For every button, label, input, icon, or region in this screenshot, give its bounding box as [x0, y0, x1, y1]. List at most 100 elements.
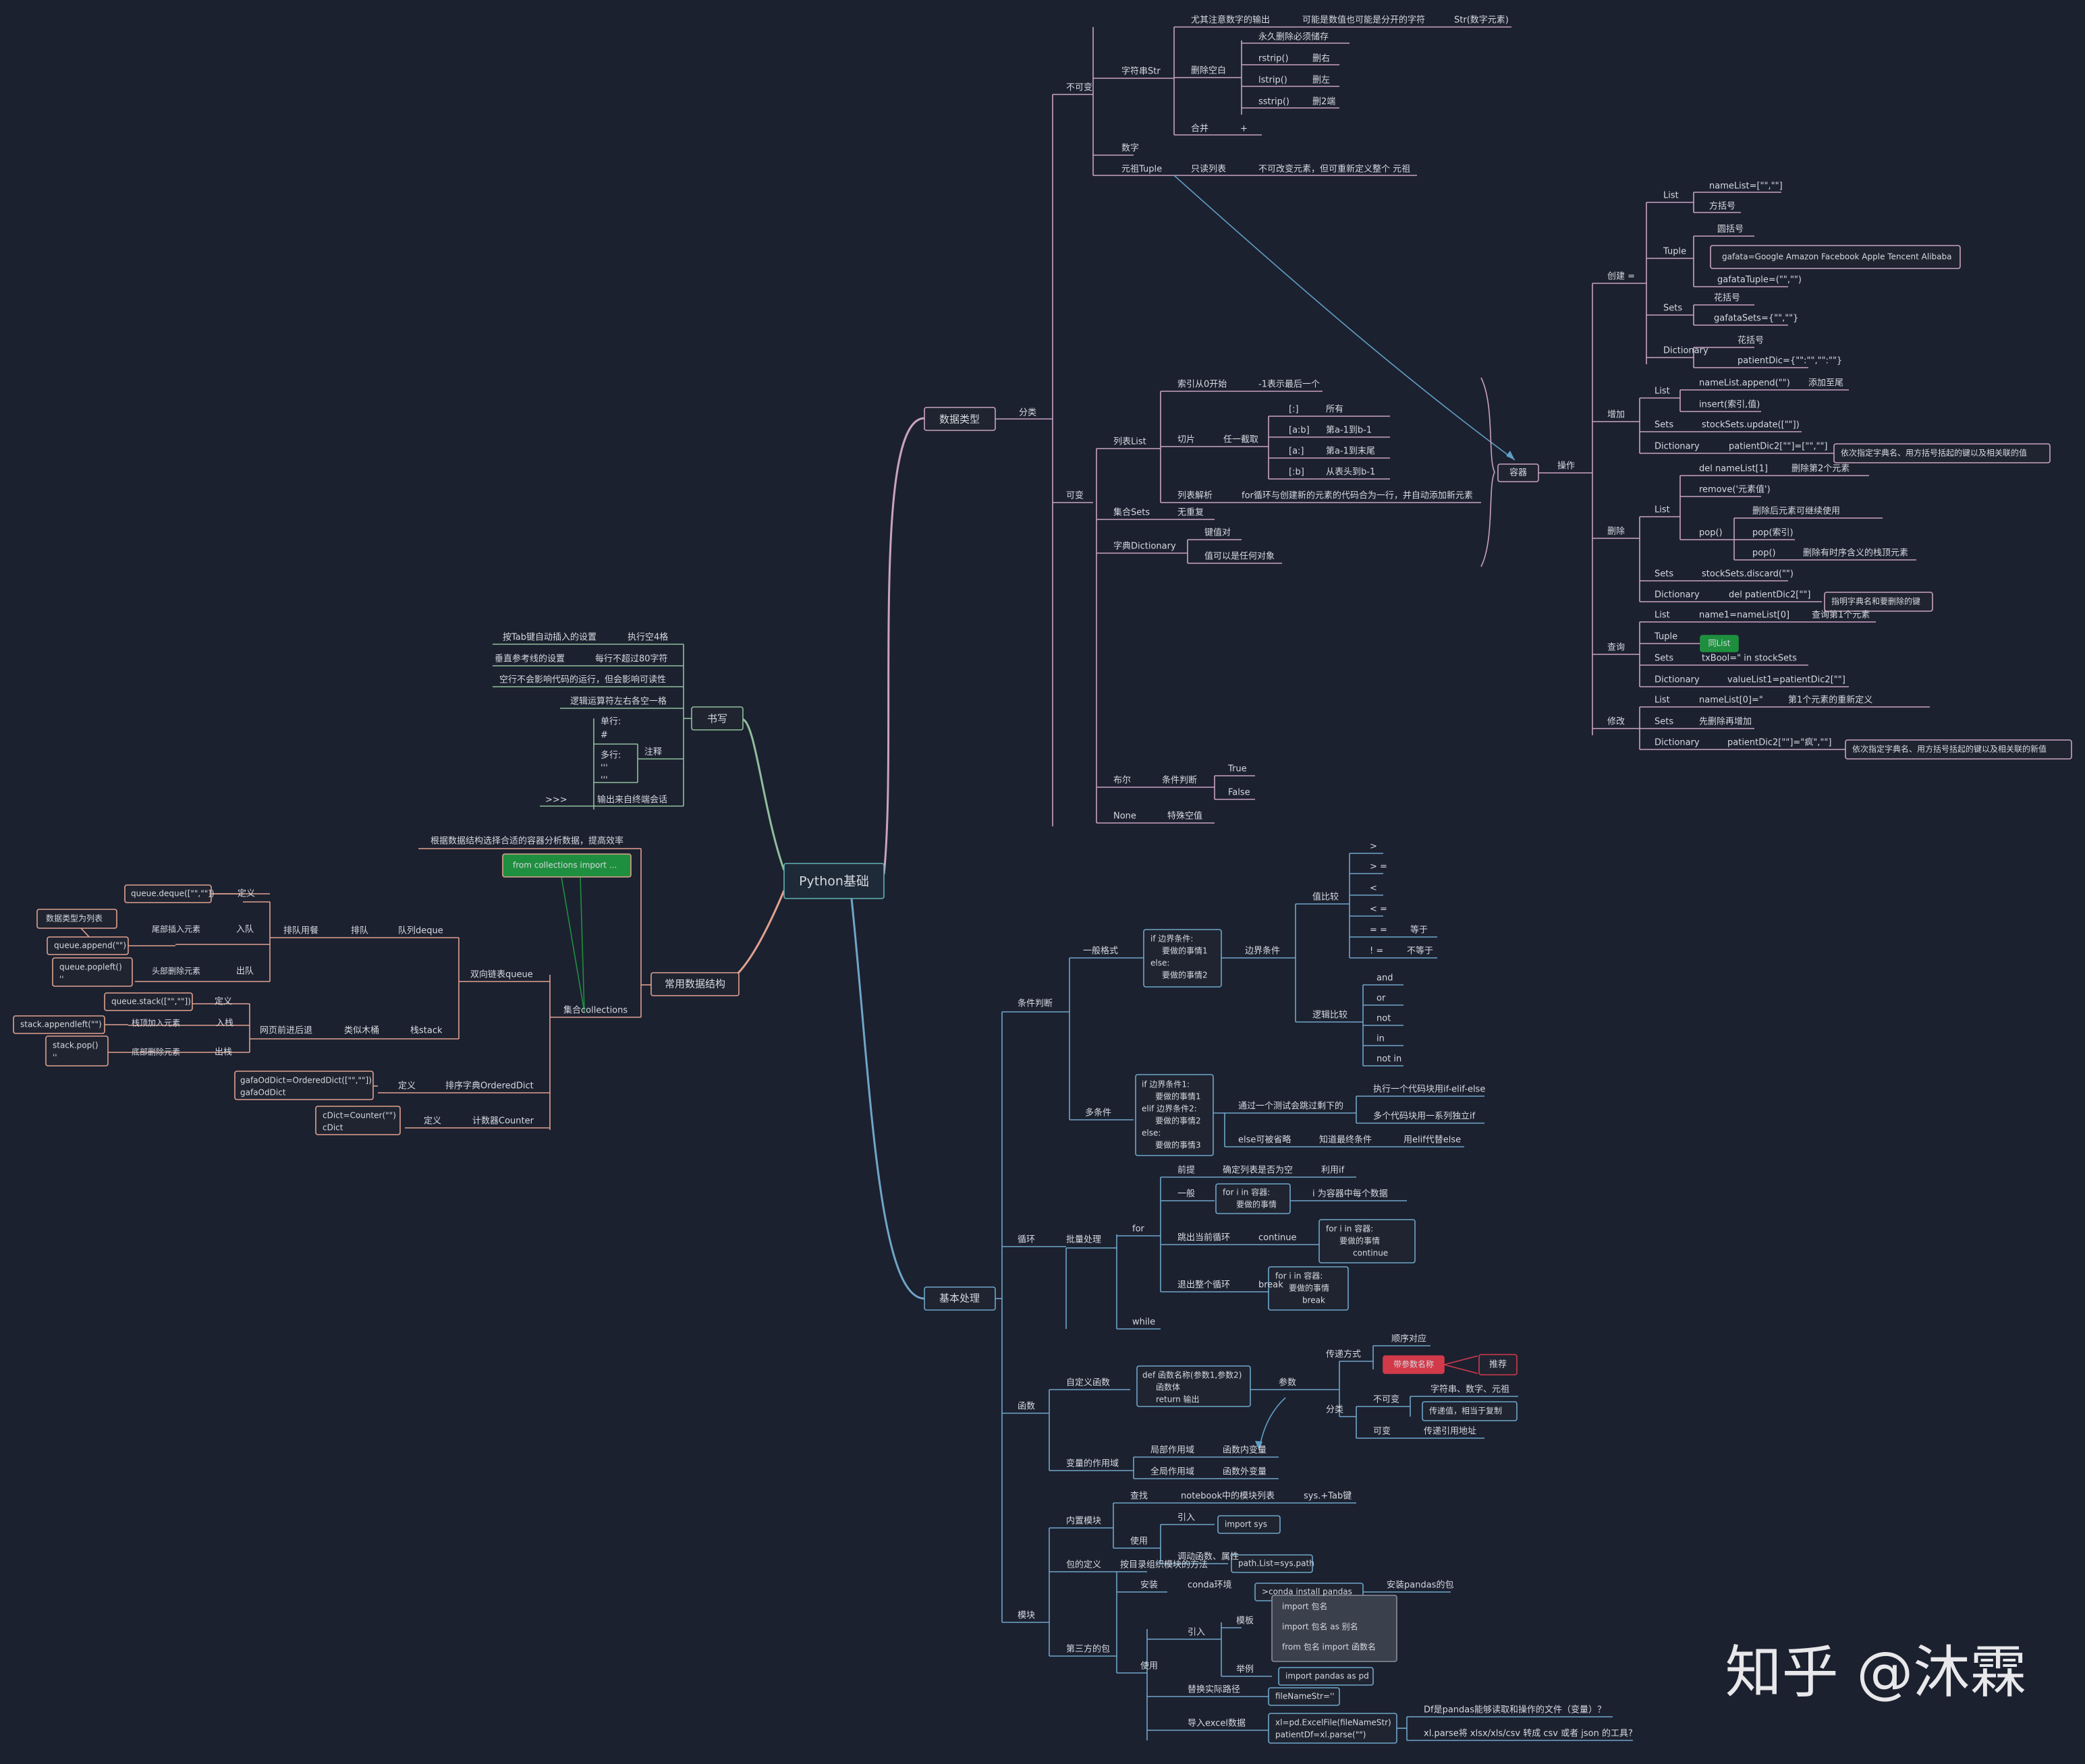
node-c-sets: Sets: [1663, 304, 1682, 314]
break-box: [1268, 1266, 1349, 1311]
node-false: False: [1228, 788, 1250, 798]
node-a-dict1: patientDic2[""]=["",""]: [1729, 442, 1828, 452]
node-lookup-d: notebook中的模块列表: [1181, 1491, 1275, 1502]
node-slice: 切片: [1177, 435, 1195, 445]
node-m-list1: nameList[0]=": [1699, 695, 1763, 706]
node-global-d: 函数外变量: [1223, 1467, 1267, 1477]
node-popleft: queue.popleft(): [59, 963, 122, 972]
node-premise: 前提: [1177, 1165, 1195, 1176]
node-ruler: 垂直参考线的设置: [495, 654, 565, 664]
node-template: 模板: [1236, 1616, 1254, 1626]
node-number-out: 尤其注意数字的输出: [1191, 15, 1270, 26]
node-web: 网页前进后退: [260, 1025, 312, 1036]
node-mut: 可变: [1373, 1426, 1391, 1437]
node-counter-def: cDict=Counter(""): [323, 1111, 396, 1120]
node-multi: 多行:: [601, 750, 621, 761]
node-q-dict1: valueList1=patientDic2[""]: [1727, 675, 1845, 685]
node-may-be-split: 可能是数值也可能是分开的字符: [1302, 15, 1425, 26]
node-import: 引入: [1177, 1513, 1195, 1523]
node-multi: 多条件: [1085, 1108, 1111, 1118]
node-global: 全局作用域: [1150, 1467, 1194, 1477]
node-excel: 导入excel数据: [1188, 1719, 1246, 1729]
node-odict-def: gafaOdDict=OrderedDict(["",""]): [240, 1076, 372, 1085]
sys-path-box: [1231, 1554, 1313, 1573]
append-box: [47, 936, 129, 955]
node-not: not: [1377, 1014, 1391, 1024]
node-perm-save: 永久删除必须储存: [1258, 32, 1329, 42]
node-use: 使用: [1130, 1536, 1148, 1547]
node-param: 参数: [1279, 1377, 1296, 1388]
node-d1: def 函数名称(参数1,参数2): [1142, 1370, 1242, 1380]
same-as-list-badge: [1700, 635, 1739, 652]
node-collections: 集合collections: [563, 1005, 628, 1016]
node-index: 索引从0开始: [1177, 380, 1227, 390]
node-eq: = =: [1370, 926, 1387, 936]
node-d-sets1: stockSets.discard(""): [1702, 569, 1794, 579]
node-lstrip-d: 删左: [1312, 76, 1330, 86]
node-ge: > =: [1370, 862, 1387, 872]
if-else-box: [1143, 929, 1222, 988]
dict-add-note-box: [1833, 443, 2051, 463]
popleft-box: [52, 957, 133, 987]
node-m-elif: 用elif代替else: [1403, 1135, 1461, 1145]
node-a-sets: Sets: [1655, 420, 1673, 430]
template-box: [1271, 1595, 1397, 1662]
node-cond: 条件判断: [1162, 775, 1197, 786]
node-excel2: patientDf=xl.parse(""): [1275, 1730, 1366, 1740]
branch-curve: [850, 898, 925, 1300]
node-queue: 双向链表queue: [470, 969, 533, 980]
node-q-tuple: Tuple: [1654, 632, 1677, 642]
arrow-head-icon: [1506, 451, 1515, 460]
node-m4: 要做的事情2: [1155, 1116, 1201, 1126]
node-example-d: import pandas as pd: [1285, 1672, 1369, 1681]
node-a-dict: Dictionary: [1655, 442, 1700, 452]
node-lookup-k: sys.+Tab键: [1304, 1491, 1352, 1502]
node-define3: 定义: [398, 1081, 416, 1091]
node-queue-w: 排队: [351, 926, 368, 936]
node-d-sets: Sets: [1655, 569, 1673, 579]
node-if4: 要做的事情2: [1162, 970, 1208, 980]
node-c-tuple3: gafataTuple=("",""): [1717, 275, 1802, 285]
node-d-dict1d: 指明字典名和要删除的键: [1831, 596, 1920, 606]
node-c-sets2: gafataSets={"",""}: [1714, 314, 1798, 324]
node-any-obj: 值可以是任何对象: [1204, 551, 1275, 562]
node-line-up: 排队用餐: [283, 926, 318, 936]
node-premise-u: 利用if: [1321, 1166, 1345, 1176]
node-custom: 自定义函数: [1066, 1378, 1110, 1388]
node-d-pop3: pop(): [1752, 548, 1776, 559]
node-stack-pop: stack.pop(): [53, 1041, 99, 1050]
node-in: in: [1377, 1034, 1385, 1044]
node-for: for: [1132, 1224, 1145, 1234]
node-f2: 要做的事情: [1236, 1199, 1277, 1210]
basics-node: 基本处理: [939, 1292, 980, 1305]
node-s-all-d: 所有: [1326, 405, 1343, 415]
node-s-ab-d: 第a-1到b-1: [1326, 426, 1372, 436]
node-replace-d: fileNameStr='': [1275, 1692, 1335, 1701]
node-from-import: from collections import ...: [513, 861, 617, 870]
node-pkg-def: 包的定义: [1066, 1560, 1101, 1570]
node-stack-def: queue.stack(["",""]): [111, 997, 191, 1006]
node-scope: 变量的作用域: [1066, 1458, 1119, 1469]
list-type-box: [36, 909, 117, 929]
node-label: 可变: [1066, 490, 1084, 501]
node-m-sets1: 先删除再增加: [1699, 717, 1752, 727]
node-kv: 键值对: [1204, 528, 1231, 538]
node-exit-all: 退出整个循环: [1177, 1280, 1230, 1290]
node-ruler-d: 每行不超过80字符: [595, 654, 668, 664]
node-a-dict1d: 依次指定字典名、用方括号括起的键以及相关联的值: [1841, 448, 2027, 458]
node-ne: ! =: [1370, 946, 1383, 957]
node-list: 列表List: [1113, 437, 1146, 447]
node-logic-cmp: 逻辑比较: [1312, 1011, 1347, 1021]
node-m-list: List: [1655, 695, 1670, 706]
node-delete: 删除: [1607, 527, 1625, 537]
node-t2: import 包名 as 别名: [1282, 1622, 1358, 1632]
pass-value-box: [1422, 1401, 1518, 1421]
node-not-in: not in: [1377, 1054, 1401, 1064]
node-modify: 修改: [1607, 717, 1625, 727]
node-or: or: [1377, 994, 1386, 1004]
node-s-a-d: 第a-1到末尾: [1326, 447, 1375, 457]
node-class: 分类: [1326, 1405, 1343, 1415]
node-label: 不可变: [1066, 82, 1092, 93]
node-use2: 使用: [1140, 1661, 1158, 1672]
